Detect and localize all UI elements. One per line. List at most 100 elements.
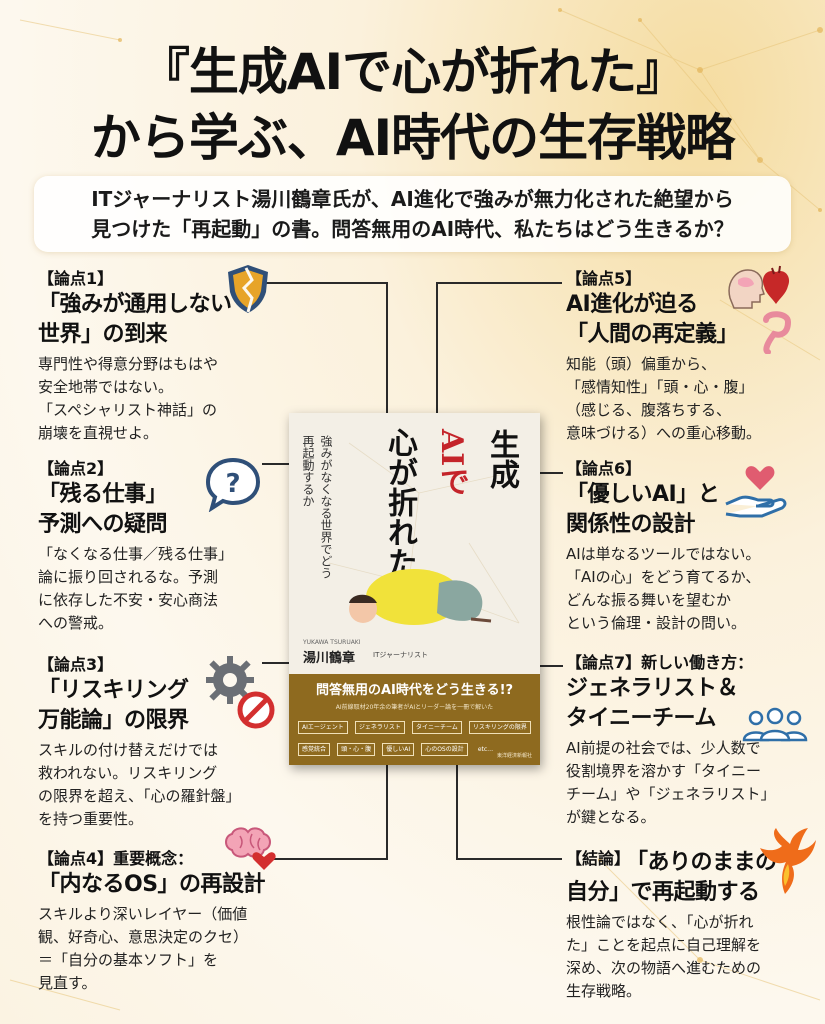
heading-line: 「残る仕事」 xyxy=(38,482,168,507)
book-tag: ジェネラリスト xyxy=(354,721,405,734)
point-3-heading: 「リスキリング 万能論」の限界 xyxy=(38,676,266,736)
body-line: を持つ重要性。 xyxy=(38,810,144,828)
conclusion-label: 【結論】 xyxy=(566,848,630,870)
point-7-section: 【論点7】新しい働き方： ジェネラリスト＆ タイニーチーム AI前提の社会では、… xyxy=(566,652,806,829)
point-1-label: 【論点1】 xyxy=(38,269,114,288)
point-4-body: スキルより深いレイヤー（価値 観、好奇心、意思決定のクセ） ＝「自分の基本ソフト… xyxy=(38,903,284,995)
point-1-section: 【論点1】 「強みが通用しない 世界」の到来 専門性や得意分野はもはや 安全地帯… xyxy=(38,268,266,445)
svg-text:?: ? xyxy=(225,469,240,499)
book-title-col2: AIで xyxy=(434,429,469,497)
book-tag: 優しいAI xyxy=(382,743,415,756)
point-2-section: 【論点2】 「残る仕事」 予測への疑問 「なくなる仕事／残る仕事」 論に振り回さ… xyxy=(38,458,266,635)
connector-line xyxy=(436,282,438,414)
body-line: 専門性や得意分野はもはや xyxy=(38,355,219,373)
point-4-heading: 「内なるOS」の再設計 xyxy=(38,870,284,900)
point-6-label: 【論点6】 xyxy=(566,459,642,478)
book-tag: etc… xyxy=(477,746,494,753)
connector-line xyxy=(539,665,563,667)
point-2-body: 「なくなる仕事／残る仕事」 論に振り回されるな。予測 に依存した不安・安心商法 … xyxy=(38,543,266,635)
book-publisher: 東洋経済新報社 xyxy=(496,753,532,759)
brain-heart-icon xyxy=(225,827,276,870)
connector-line xyxy=(436,282,562,284)
point-7-label: 【論点7】新しい働き方： xyxy=(566,653,754,672)
book-tag: 頭・心・腹 xyxy=(337,743,376,756)
heading-line: 世界」の到来 xyxy=(38,322,168,347)
point-5-label: 【論点5】 xyxy=(566,269,642,288)
heading-line: 予測への疑問 xyxy=(38,512,168,537)
hand-heart-icon xyxy=(725,466,787,518)
book-author-en: YUKAWA TSURUAKI xyxy=(303,639,361,646)
body-line: に依存した不安・安心商法 xyxy=(38,591,219,609)
body-line: 深め、次の物語へ進むための xyxy=(566,959,762,977)
heading-line: 「ありのままの xyxy=(626,850,777,875)
book-author: 湯川鶴章 xyxy=(303,651,356,666)
point-6-heading: 「優しいAI」と 関係性の設計 xyxy=(566,480,806,540)
conclusion-label-text: 【結論】 xyxy=(566,849,631,868)
intro-line2: 見つけた「再起動」の書。問答無用のAI時代、私たちはどう生きるか？ xyxy=(91,217,734,241)
point-3-label: 【論点3】 xyxy=(38,655,114,674)
connector-line xyxy=(386,764,388,860)
book-tag: タイニーチーム xyxy=(411,721,462,734)
broken-shield-icon xyxy=(228,265,268,313)
heading-line: 自分」で再起動する xyxy=(566,880,760,905)
body-line: への警戒。 xyxy=(38,614,114,632)
body-line: チーム」や「ジェネラリスト」 xyxy=(566,785,776,803)
gear-prohibited-icon xyxy=(206,656,275,729)
phoenix-icon xyxy=(760,828,816,894)
point-1-heading: 「強みが通用しない 世界」の到来 xyxy=(38,290,266,350)
body-line: スキルの付け替えだけでは xyxy=(38,741,219,759)
book-tag: AIエージェント xyxy=(298,721,348,734)
body-line: の限界を超え、「心の羅針盤」 xyxy=(38,787,241,805)
body-line: 見直す。 xyxy=(38,974,97,992)
point-2-heading: 「残る仕事」 予測への疑問 xyxy=(38,480,266,540)
conclusion-section: 【結論】 「ありのままの 自分」で再起動する 根性論ではなく、「心が折れ た」こ… xyxy=(566,848,806,1003)
question-bubble-icon: ? xyxy=(205,457,261,512)
connector-line xyxy=(456,764,458,860)
body-line: 生存戦略。 xyxy=(566,982,642,1000)
book-cover: 強みがなくなる世界でどう再起動するか 生成 AIで 心が折れた YUKAWA T… xyxy=(289,413,540,765)
heading-line: 「人間の再定義」 xyxy=(566,322,739,347)
body-line: 意味づける）への重心移動。 xyxy=(566,424,762,442)
connector-line xyxy=(456,858,562,860)
point-3-body: スキルの付け替えだけでは 救われない。リスキリング の限界を超え、「心の羅針盤」… xyxy=(38,739,266,831)
body-line: 「感情知性」「頭・心・腹」 xyxy=(566,378,754,396)
point-6-body: AIは単なるツールではない。 「AIの心」をどう育てるか、 どんな振る舞いを望む… xyxy=(566,543,806,635)
intro-line1: ITジャーナリスト湯川鶴章氏が、AI進化で強みが無力化された絶望から xyxy=(91,187,734,211)
body-line: スキルより深いレイヤー（価値 xyxy=(38,905,248,923)
point-5-section: 【論点5】 AI進化が迫る 「人間の再定義」 知能（頭）偏重から、 「感情知性」… xyxy=(566,268,806,445)
body-line: 安全地帯ではない。 xyxy=(38,378,174,396)
heading-line: AI進化が迫る xyxy=(566,292,698,317)
body-line: どんな振る舞いを望むか xyxy=(566,591,732,609)
intro-box: ITジャーナリスト湯川鶴章氏が、AI進化で強みが無力化された絶望から 見つけた「… xyxy=(34,176,791,252)
point-2-label: 【論点2】 xyxy=(38,459,114,478)
point-1-body: 専門性や得意分野はもはや 安全地帯ではない。 「スペシャリスト神話」の 崩壊を直… xyxy=(38,353,266,445)
body-line: が鍵となる。 xyxy=(566,808,656,826)
connector-line xyxy=(262,858,388,860)
book-tag: 心のOSの設計 xyxy=(421,743,468,756)
body-line: という倫理・設計の問い。 xyxy=(566,614,747,632)
book-title-col3: 心が折れた xyxy=(382,427,417,577)
book-title-col1: 生成 xyxy=(484,429,519,489)
point-4-section: 【論点4】重要概念： 「内なるOS」の再設計 スキルより深いレイヤー（価値 観、… xyxy=(38,848,284,995)
head-heart-gut-icon xyxy=(728,265,792,354)
book-tag: 感覚統合 xyxy=(298,743,331,756)
body-line: AIは単なるツールではない。 xyxy=(566,545,761,563)
body-line: AI前提の社会では、少人数で xyxy=(566,739,761,757)
heading-line: ジェネラリスト＆ xyxy=(566,676,739,701)
point-3-section: 【論点3】 「リスキリング 万能論」の限界 スキルの付け替えだけでは 救われない… xyxy=(38,654,266,831)
body-line: 根性論ではなく、「心が折れ xyxy=(566,913,754,931)
heading-line: 関係性の設計 xyxy=(566,512,696,537)
body-line: 知能（頭）偏重から、 xyxy=(566,355,717,373)
book-band: 問答無用のAI時代をどう生きる!? AI前線取材20年余の筆者がAIとリーダー論… xyxy=(289,674,540,765)
main-title-line2: から学ぶ、AI時代の生存戦略 xyxy=(90,109,735,167)
connector-line xyxy=(262,463,290,465)
point-7-heading: ジェネラリスト＆ タイニーチーム xyxy=(566,674,806,734)
book-tag: リスキリングの限界 xyxy=(468,721,531,734)
heading-line: 「リスキリング xyxy=(38,678,189,703)
body-line: 「スペシャリスト神話」の xyxy=(38,401,217,419)
main-title-line1: 『生成AIで心が折れた』 xyxy=(139,43,686,101)
heading-line: 「内なるOS」の再設計 xyxy=(38,872,266,897)
point-4-label: 【論点4】重要概念： xyxy=(38,849,194,868)
conclusion-heading: 「ありのままの 自分」で再起動する xyxy=(566,848,806,908)
book-subtitle: 強みがなくなる世界でどう再起動するか xyxy=(301,435,333,579)
